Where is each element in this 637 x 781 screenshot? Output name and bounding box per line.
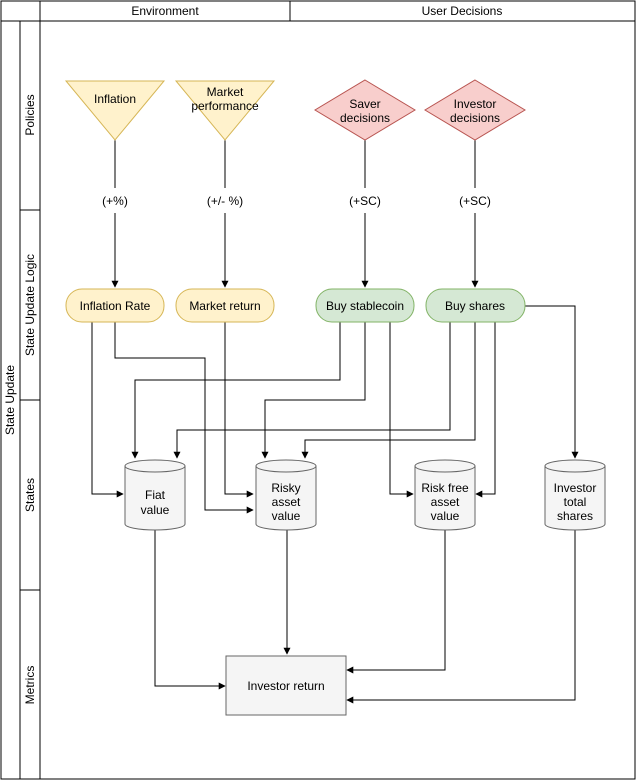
edge-shares-to-risky [301,322,476,459]
row-label-metrics: Metrics [23,666,37,705]
column-header-environment: Environment [131,4,199,18]
logic-market-return: Market return [175,288,275,323]
svg-text:Investor: Investor [454,97,497,111]
svg-text:value: value [272,509,301,523]
logic-buy-shares: Buy shares [425,288,526,323]
svg-text:shares: shares [557,509,593,523]
edge-shares-to-total [525,305,579,459]
metric-investor-return: Investor return [225,655,347,716]
logic-buy-stablecoin: Buy stablecoin [315,288,415,323]
svg-text:Fiat: Fiat [145,488,166,502]
edge-market-return-to-risky [224,322,254,498]
svg-text:(+SC): (+SC) [349,194,381,208]
edge-label-investor: (+SC) [455,192,495,208]
svg-text:(+%): (+%) [102,194,128,208]
svg-text:Investor return: Investor return [247,679,324,693]
connectors [91,140,579,704]
svg-text:value: value [141,503,170,517]
state-investor-total-shares: Investor total shares [544,459,606,531]
row-label-state-update: State Update [3,365,17,435]
svg-text:Inflation Rate: Inflation Rate [80,299,151,313]
edge-label-saver: (+SC) [345,192,385,208]
edge-riskfree-to-return [346,530,446,674]
svg-text:decisions: decisions [450,111,500,125]
svg-text:(+SC): (+SC) [459,194,491,208]
svg-text:asset: asset [272,495,301,509]
edge-inflation-rate-to-risky [114,322,254,514]
svg-text:Risk free: Risk free [421,481,469,495]
row-label-states: States [23,478,37,512]
svg-text:total: total [564,495,587,509]
svg-text:(+/- %): (+/- %) [207,194,243,208]
edge-stablecoin-to-riskfree [389,322,414,498]
svg-text:Inflation: Inflation [94,92,136,106]
svg-text:Saver: Saver [349,97,380,111]
policy-saver-decisions: Saver decisions [314,79,416,141]
svg-text:asset: asset [431,495,460,509]
svg-text:decisions: decisions [340,111,390,125]
logic-inflation-rate: Inflation Rate [65,288,165,323]
edge-shares-to-riskfree [475,322,496,498]
svg-text:Buy shares: Buy shares [445,299,505,313]
svg-text:Market: Market [207,85,244,99]
edge-label-inflation: (+%) [98,192,132,208]
policy-inflation: Inflation [64,80,166,141]
svg-text:Risky: Risky [271,481,300,495]
state-fiat-value: Fiat value [124,459,186,531]
state-risk-free-asset-value: Risk free asset value [414,459,476,531]
svg-text:Investor: Investor [554,481,597,495]
edge-stablecoin-to-risky [261,322,366,459]
policy-investor-decisions: Investor decisions [424,79,526,141]
edge-inflation-rate-to-fiat [91,322,124,498]
svg-text:Buy stablecoin: Buy stablecoin [326,299,404,313]
edge-stablecoin-to-fiat [131,322,341,459]
svg-text:performance: performance [191,99,259,113]
svg-text:Market return: Market return [189,299,260,313]
edge-label-market: (+/- %) [203,192,247,208]
row-label-policies: Policies [23,94,37,135]
edge-shares-to-fiat [173,322,451,459]
row-label-state-update-logic: State Update Logic [23,254,37,356]
column-header-user-decisions: User Decisions [422,4,503,18]
state-risky-asset-value: Risky asset value [255,459,317,531]
policy-market-performance: Market performance [174,80,276,141]
edge-fiat-to-return [154,530,226,690]
edge-total-to-return [346,530,576,704]
svg-text:value: value [431,509,460,523]
